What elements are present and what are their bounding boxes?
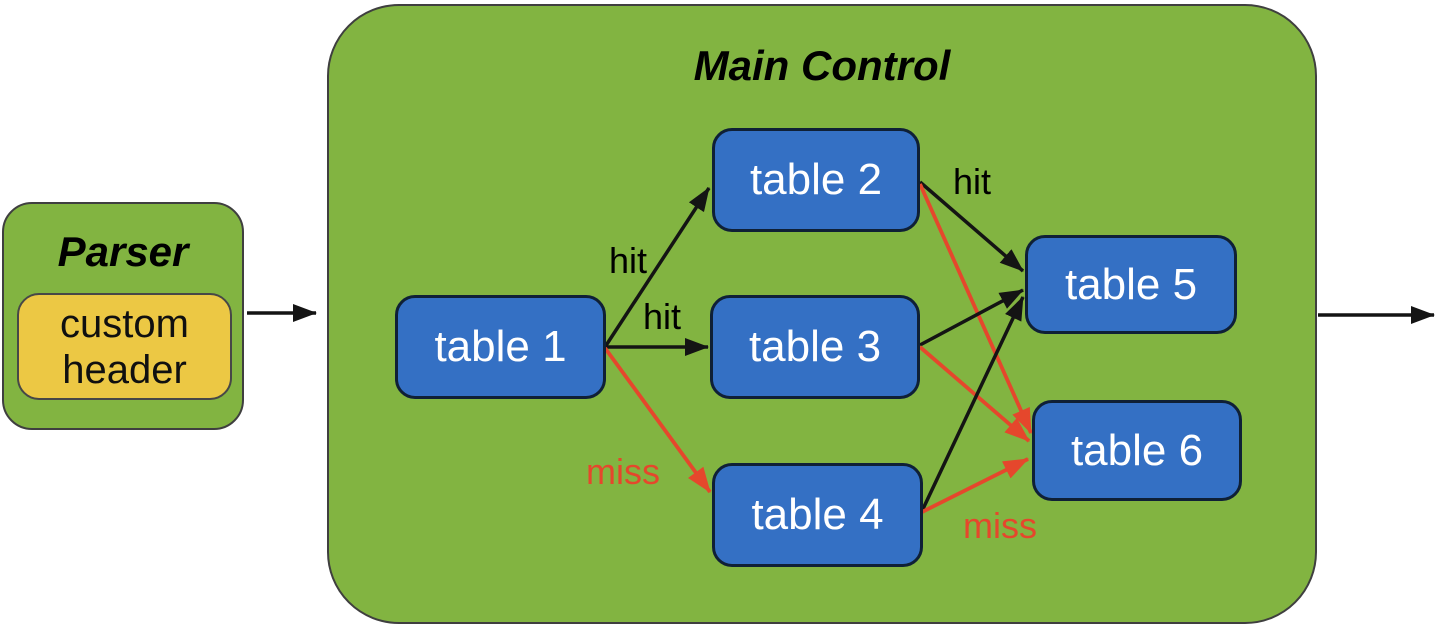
parser-group-title: Parser	[57, 228, 189, 275]
node-table-3: table 3	[710, 295, 920, 399]
edge-label-miss-table1-table4: miss	[586, 451, 660, 492]
node-table-2: table 2	[712, 128, 920, 232]
edge-table2-to-table5-hit	[918, 180, 1025, 273]
node-table-4: table 4	[712, 463, 923, 567]
edge-label-hit-table1-table3: hit	[642, 296, 682, 337]
edge-label-miss-table4-table6: miss	[963, 505, 1037, 546]
edge-table1-to-table2-hit	[603, 187, 711, 348]
node-table-1: table 1	[395, 295, 606, 399]
main-control-group-title: Main Control	[693, 42, 951, 89]
edge-label-hit-table1-table2: hit	[608, 240, 648, 281]
node-table-6: table 6	[1032, 400, 1242, 501]
edge-table2-to-table6-miss	[918, 183, 1033, 434]
edge-label-hit-table2-table5: hit	[952, 161, 992, 202]
edge-table1-to-table4-miss	[603, 346, 712, 494]
node-table-5: table 5	[1025, 235, 1237, 334]
edge-table4-to-table5-hit	[920, 296, 1025, 512]
edge-table3-to-table6-miss	[918, 345, 1031, 443]
custom-header-node: custom header	[17, 293, 232, 400]
edge-table4-to-table6-miss	[921, 457, 1029, 514]
